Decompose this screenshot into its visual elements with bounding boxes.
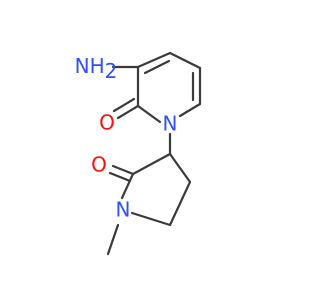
- bond-c6-n1: [178, 102, 202, 118]
- pyridone-ring: [136, 51, 202, 124]
- bond-n1p-methyl: [106, 223, 120, 256]
- bond-c2p-o: [111, 164, 135, 176]
- bond-c2-o-double: [112, 97, 136, 113]
- pyridone-oxygen-label: O: [99, 111, 115, 135]
- bond-n1p-c2p: [120, 172, 135, 200]
- bond-c4-c5: [168, 51, 202, 70]
- pyridone-carbonyl: [112, 97, 140, 120]
- bond-c5p-n1p: [130, 211, 172, 227]
- lactam-oxygen-label: O: [91, 153, 107, 177]
- bond-c4p-c5p: [168, 180, 192, 227]
- bond-c3-c4: [136, 51, 172, 69]
- bond-c3-c4-double: [143, 59, 171, 75]
- lactam-nitrogen-label: N: [116, 198, 131, 222]
- pyrrolidinone-ring: [120, 152, 192, 227]
- bond-c2p-c3p: [131, 152, 172, 176]
- pyridone-nitrogen-label: N: [163, 112, 178, 136]
- bond-n1-c2: [136, 104, 162, 124]
- amine-nitrogen-label: NH2: [75, 54, 118, 83]
- bond-c2-o: [116, 104, 140, 120]
- lactam-carbonyl: [108, 164, 135, 183]
- bond-c2p-o-double: [108, 171, 132, 183]
- structure-canvas: NH2 O N O N: [75, 51, 202, 256]
- molecule-structure: NH2 O N O N: [75, 51, 202, 256]
- bond-c3p-c4p: [168, 152, 192, 184]
